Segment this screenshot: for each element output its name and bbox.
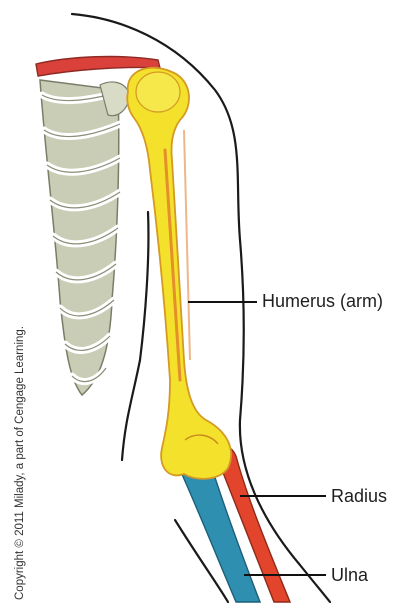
humerus-bone — [127, 68, 231, 479]
inner-arm-outline — [122, 212, 148, 460]
radius-label: Radius — [331, 487, 387, 505]
ulna-label: Ulna — [331, 566, 368, 584]
copyright-notice: Copyright © 2011 Milady, a part of Cenga… — [14, 326, 26, 600]
rib-cage — [40, 80, 120, 395]
humerus-label: Humerus (arm) — [262, 292, 383, 310]
